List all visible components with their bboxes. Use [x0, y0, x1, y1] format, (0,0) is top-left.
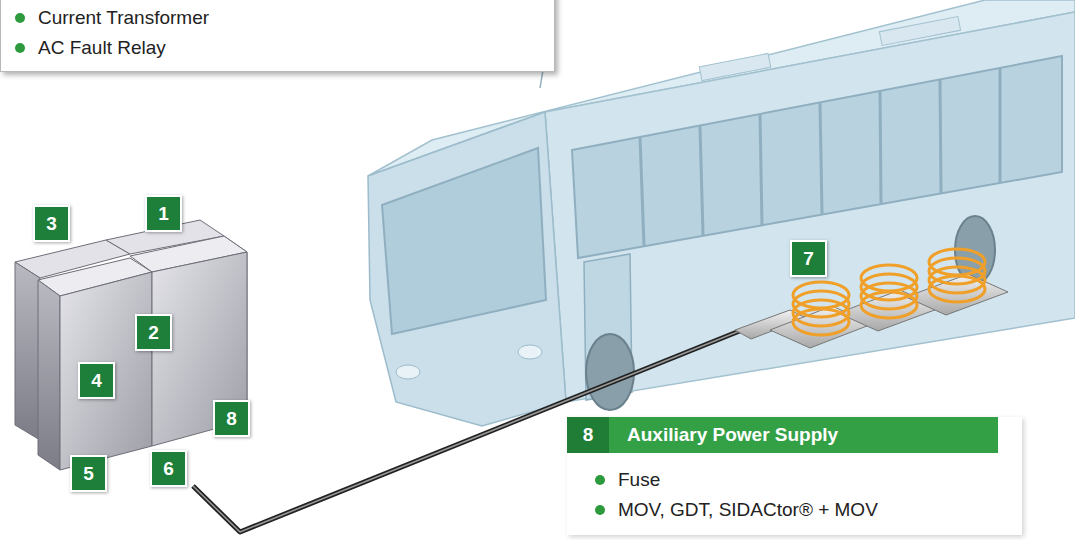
- callout-header: 8Auxiliary Power Supply: [567, 417, 998, 453]
- roof-unit: [879, 16, 960, 45]
- callout-number: 5: [70, 455, 107, 492]
- callout-number: 8: [213, 400, 250, 437]
- charging-pads: [735, 274, 1008, 348]
- bullet-item: Current Transformer: [15, 3, 530, 33]
- bullet-text: MOV, GDT, SIDACtor® + MOV: [618, 495, 878, 525]
- headlight: [518, 345, 542, 359]
- wheel: [586, 334, 634, 410]
- callout-number: 1: [145, 195, 182, 232]
- callout-box: Current TransformerAC Fault Relay: [0, 0, 555, 72]
- bullet-item: AC Fault Relay: [15, 33, 530, 63]
- bullet-dot: [595, 475, 605, 485]
- callout-number: 3: [33, 205, 70, 242]
- bullet-item: MOV, GDT, SIDACtor® + MOV: [595, 495, 998, 525]
- cabinet-front: [60, 272, 152, 470]
- callout-box: 8Auxiliary Power SupplyFuseMOV, GDT, SID…: [567, 417, 1022, 535]
- callout-number: 2: [135, 314, 172, 351]
- roof-unit: [699, 53, 770, 80]
- bullet-dot: [15, 43, 25, 53]
- bullet-text: Fuse: [618, 465, 660, 495]
- bullet-text: Current Transformer: [38, 3, 209, 33]
- callout-body: FuseMOV, GDT, SIDACtor® + MOV: [567, 453, 998, 525]
- cabinet-side: [38, 280, 60, 470]
- bullet-text: AC Fault Relay: [38, 33, 166, 63]
- bus-front: [368, 112, 566, 426]
- callout-title: Auxiliary Power Supply: [609, 417, 858, 453]
- callout-number: 6: [150, 450, 187, 487]
- callout-number: 7: [790, 240, 827, 277]
- bus-windshield: [382, 148, 546, 334]
- cabinet-side: [15, 262, 40, 440]
- bullet-dot: [15, 13, 25, 23]
- headlight: [396, 365, 420, 379]
- bullet-item: Fuse: [595, 465, 998, 495]
- callout-number: 8: [567, 417, 609, 453]
- window-pillars: [640, 68, 1000, 246]
- callout-number: 4: [78, 362, 115, 399]
- bullet-dot: [595, 505, 605, 515]
